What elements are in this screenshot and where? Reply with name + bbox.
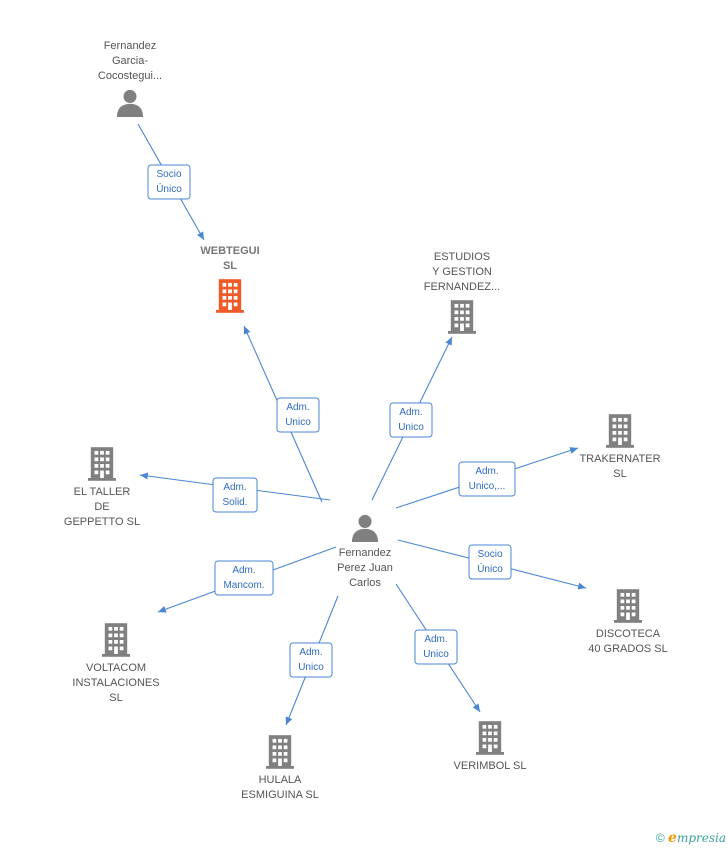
building-icon (606, 414, 634, 448)
building-icon (266, 735, 294, 769)
building-icon (476, 721, 504, 755)
edge-label-text: Solid. (222, 497, 247, 508)
person-icon (351, 514, 379, 542)
node-voltacom[interactable]: VOLTACOM INSTALACIONES SL (72, 623, 160, 704)
node-label: Fernandez (104, 40, 157, 52)
node-webtegui[interactable]: WEBTEGUI SL (200, 245, 260, 313)
node-discoteca[interactable]: DISCOTECA 40 GRADOS SL (588, 589, 668, 655)
edge-fpjc-webtegui: Adm. Unico (243, 325, 323, 503)
edge-label-text: Adm. (223, 482, 246, 493)
node-label: Carlos (349, 577, 381, 589)
node-label: EL TALLER (74, 486, 131, 498)
edge-fpjc-verimbol: Adm. Unico (395, 583, 481, 713)
edge-fpjc-voltacom: Adm. Mancom. (157, 546, 337, 613)
person-icon (116, 89, 144, 117)
edge-label-box[interactable] (468, 544, 512, 580)
brand-logo[interactable]: empresia (668, 830, 726, 846)
node-label: ESMIGUINA SL (241, 789, 319, 801)
edge-fpjc-taller: Adm. Solid. (139, 472, 331, 513)
building-icon (88, 447, 116, 481)
edge-label-text: Adm. (424, 634, 447, 645)
node-label: INSTALACIONES (72, 677, 159, 689)
node-label: GEPPETTO SL (64, 516, 140, 528)
building-icon (216, 279, 244, 313)
edge-label-text: Único (477, 562, 503, 575)
node-label: DE (94, 501, 109, 513)
edge-label-text: Adm. (232, 565, 255, 576)
node-label: ESTUDIOS (434, 251, 490, 263)
edge-label-box[interactable] (276, 397, 320, 433)
node-verimbol[interactable]: VERIMBOL SL (454, 721, 527, 772)
node-label: TRAKERNATER (579, 453, 660, 465)
edge-label-text: Adm. (286, 402, 309, 413)
node-label: WEBTEGUI (200, 245, 259, 257)
edge-label-box[interactable] (458, 461, 516, 497)
node-taller[interactable]: EL TALLER DE GEPPETTO SL (64, 447, 140, 528)
edges-layer: SocioÚnicoAdm.UnicoAdm.UnicoAdm.Unico,..… (137, 123, 587, 726)
edge-label-text: Unico (298, 662, 324, 673)
copyright-symbol: © (655, 831, 665, 845)
node-hulala[interactable]: HULALA ESMIGUINA SL (241, 735, 319, 801)
edge-label-text: Único (156, 182, 182, 195)
node-label: FERNANDEZ... (424, 281, 500, 293)
edge-label-box[interactable] (212, 477, 258, 513)
edge-label-text: Unico (285, 417, 311, 428)
node-label: DISCOTECA (596, 628, 661, 640)
edge-fpjc-hulala: Adm. Unico (285, 595, 339, 726)
node-label: Cocostegui... (98, 70, 162, 82)
node-label: Y GESTION (432, 266, 492, 278)
node-label: Garcia- (112, 55, 148, 67)
edge-label-text: Adm. (299, 647, 322, 658)
node-label: 40 GRADOS SL (588, 643, 667, 655)
edge-label-box[interactable] (414, 629, 458, 665)
node-label: Perez Juan (337, 562, 393, 574)
node-label: HULALA (259, 774, 302, 786)
edge-label-text: Mancom. (223, 580, 264, 591)
node-label: SL (223, 260, 237, 272)
building-icon (102, 623, 130, 657)
node-label: VOLTACOM (86, 662, 146, 674)
edge-fpjc-estudios: Adm. Unico (371, 336, 453, 501)
edge-label-text: Socio (156, 169, 181, 180)
edge-label-text: Adm. (475, 466, 498, 477)
edge-label-text: Unico (423, 649, 449, 660)
node-trakernater[interactable]: TRAKERNATER SL (579, 414, 661, 480)
footer: © empresia (656, 830, 726, 846)
edge-label-box[interactable] (389, 402, 433, 438)
node-label: SL (109, 692, 122, 704)
edge-label-text: Adm. (399, 407, 422, 418)
building-icon (614, 589, 642, 623)
nodes-layer: FernandezGarcia-Cocostegui...WEBTEGUISLE… (64, 40, 668, 801)
node-label: VERIMBOL SL (454, 760, 527, 772)
building-icon (448, 300, 476, 334)
edge-label-box[interactable] (289, 642, 333, 678)
node-label: Fernandez (339, 547, 392, 559)
node-label: SL (613, 468, 626, 480)
edge-label-text: Unico (398, 422, 424, 433)
edge-label-box[interactable] (214, 560, 274, 596)
edge-label-box[interactable] (147, 164, 191, 200)
edge-label-text: Unico,... (469, 481, 506, 492)
node-estudios[interactable]: ESTUDIOS Y GESTION FERNANDEZ... (424, 251, 500, 334)
edge-fpjc-trakernater: Adm. Unico,... (395, 447, 579, 509)
edge-label-text: Socio (477, 549, 502, 560)
